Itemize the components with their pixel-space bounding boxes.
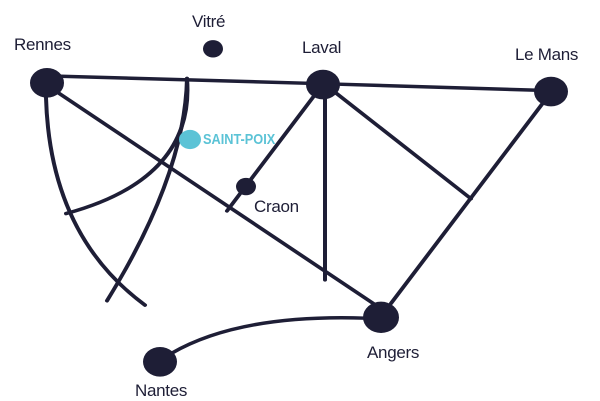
road-laval-le-mans (320, 81, 553, 93)
label-saint-poix: SAINT-POIX (203, 130, 276, 148)
road-arc-inner (64, 76, 190, 216)
road-arc-outer (105, 76, 189, 303)
label-nantes: Nantes (135, 380, 188, 400)
road-rennes-nantes (44, 95, 147, 307)
label-rennes: Rennes (14, 34, 71, 54)
label-craon: Craon (254, 197, 299, 216)
node-vitre[interactable] (203, 40, 223, 58)
node-saint-poix[interactable] (179, 129, 201, 150)
road-le-mans-angers (389, 95, 549, 306)
label-laval: Laval (302, 38, 342, 58)
road-rennes-laval (45, 74, 324, 86)
road-laval-east (331, 88, 473, 201)
node-le-mans[interactable] (534, 76, 568, 107)
road-nantes-angers (170, 316, 368, 355)
label-le-mans: Le Mans (515, 45, 579, 65)
node-laval[interactable] (306, 69, 340, 100)
label-angers: Angers (367, 342, 420, 362)
node-nantes[interactable] (143, 346, 177, 377)
node-rennes[interactable] (30, 67, 64, 98)
label-vitre: Vitré (192, 12, 226, 32)
node-craon[interactable] (236, 177, 256, 196)
node-angers[interactable] (363, 301, 399, 334)
